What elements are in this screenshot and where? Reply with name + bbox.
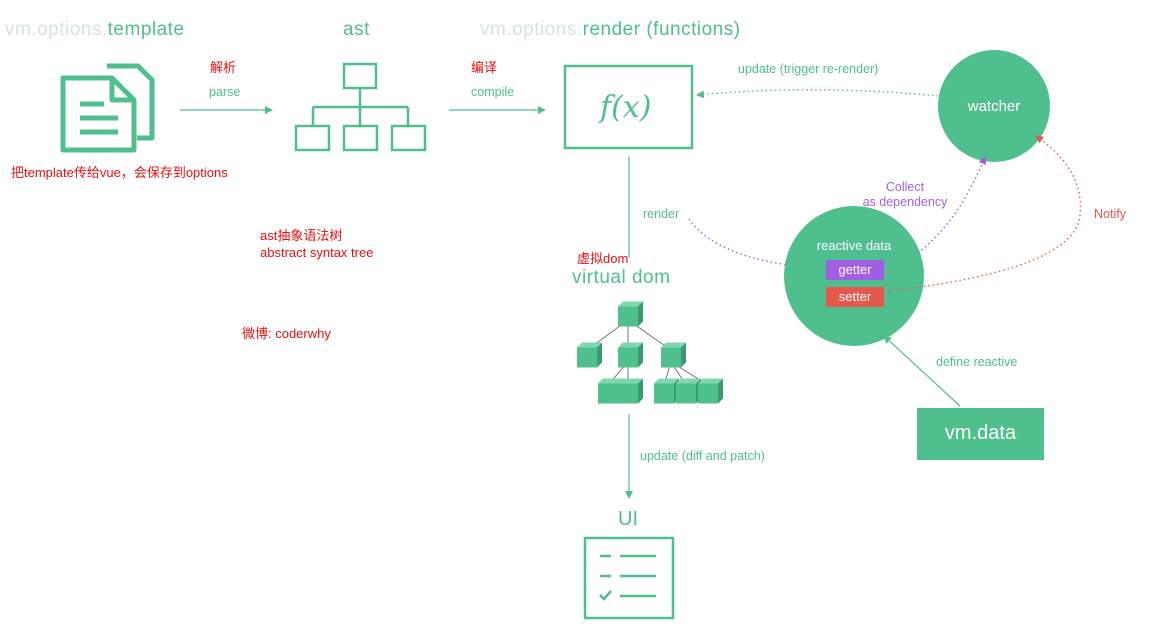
notify-label: Notify: [1094, 207, 1126, 221]
ast-header: ast: [343, 19, 370, 40]
ui-header: UI: [618, 508, 638, 530]
reactive-data-label: reactive data: [816, 238, 892, 253]
vdom-node-cube: [618, 301, 643, 327]
ast-note-line2: abstract syntax tree: [260, 245, 374, 260]
define-reactive-arrow: [883, 335, 961, 407]
vdom-node-cube: [661, 342, 686, 368]
ast-note-line1: ast抽象语法树: [260, 228, 343, 243]
watcher-label: watcher: [967, 98, 1021, 115]
ast-tree-icon: [294, 62, 427, 152]
collect-line2: as dependency: [862, 195, 948, 209]
update-trigger-arrow: [696, 89, 939, 99]
compile-cn-label: 编译: [471, 60, 498, 75]
vdom-node-cube: [654, 378, 679, 404]
fx-label: f(x): [600, 90, 651, 125]
vdom-node-cube: [618, 378, 643, 404]
getter-chip: getter: [826, 260, 884, 280]
virtual-dom-tree-icon: [577, 301, 723, 404]
render-header-prefix: vm.options.: [480, 19, 583, 40]
vdom-node-cube: [577, 342, 602, 368]
vm-data-label: vm.data: [944, 422, 1017, 444]
define-reactive-label: define reactive: [936, 355, 1018, 369]
template-header-prefix: vm.options.: [5, 19, 108, 40]
template-header-main: template: [107, 19, 185, 40]
fx-text: f(x): [600, 90, 652, 125]
template-note: 把template传给vue，会保存到options: [11, 165, 228, 180]
vdom-cn-label: 虚拟dom: [577, 251, 629, 266]
collect-dependency-label: Collect as dependency: [840, 180, 970, 210]
ui-checklist-icon: [583, 536, 675, 620]
render-header-main: render (functions): [582, 19, 741, 40]
compile-label: compile: [471, 85, 515, 99]
parse-label: parse: [209, 85, 241, 99]
parse-cn-label: 解析: [210, 60, 237, 75]
render-function-box: [563, 64, 694, 150]
ast-note: ast抽象语法树 abstract syntax tree: [260, 227, 373, 261]
watcher-node: [938, 50, 1050, 162]
weibo-note: 微博: coderwhy: [242, 326, 331, 341]
setter-chip: setter: [826, 287, 884, 307]
template-header: vm.options.template: [5, 19, 185, 41]
update-diff-label: update (diff and patch): [640, 449, 765, 463]
vm-data-node: [917, 408, 1044, 460]
template-document-icon: [60, 63, 155, 153]
render-label: render: [643, 207, 680, 221]
vdom-node-cube: [676, 378, 701, 404]
collect-dependency-arrow: [917, 156, 987, 254]
vdom-node-cube: [698, 378, 723, 404]
notify-arrow: [887, 135, 1082, 292]
vdom-node-cube: [618, 342, 643, 368]
render-header: vm.options.render (functions): [480, 19, 741, 41]
virtual-dom-header: virtual dom: [572, 267, 671, 288]
collect-line1: Collect: [885, 180, 925, 194]
update-trigger-label: update (trigger re-render): [738, 62, 879, 76]
